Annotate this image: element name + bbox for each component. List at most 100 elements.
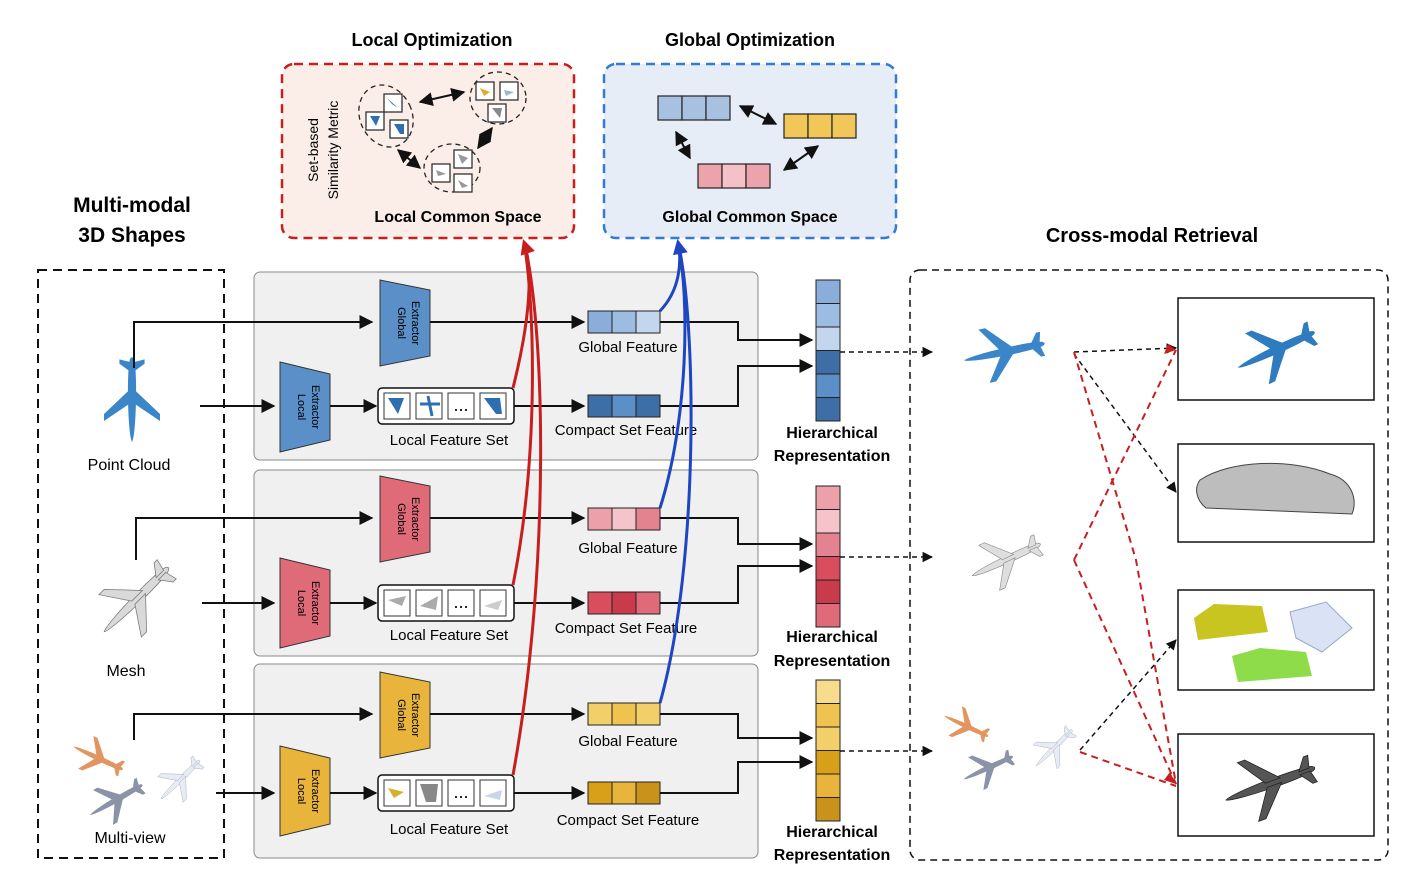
global-space-feature-yellow bbox=[783, 113, 857, 139]
retrieval-arrows-red bbox=[1073, 349, 1177, 787]
mv-compact-to-hier-arrow bbox=[660, 755, 814, 794]
pc-global-input-arrow bbox=[133, 315, 374, 368]
global-common-space-label: Global Common Space bbox=[662, 209, 837, 226]
mesh-global-extractor-label-1: Global bbox=[395, 503, 407, 535]
mesh-compact-feature bbox=[587, 591, 661, 615]
result-3-car-green bbox=[1232, 648, 1312, 682]
mesh-global-extractor bbox=[379, 475, 431, 563]
mv-hierarchical-label-1: Hierarchical bbox=[786, 824, 878, 841]
cross-modal-retrieval-title: Cross-modal Retrieval bbox=[1046, 225, 1258, 247]
global-space-arrow-1 bbox=[738, 105, 778, 125]
mesh-hierarchical-label-2: Representation bbox=[774, 653, 890, 670]
global-space-feature-blue bbox=[657, 95, 731, 121]
mesh-local-extractor bbox=[279, 557, 331, 649]
query-point-cloud-plane bbox=[958, 316, 1051, 388]
mesh-local-extractor-label-2: Extractor bbox=[309, 581, 321, 625]
mv-compact-feature bbox=[587, 781, 661, 805]
pc-global-extractor-label-2: Extractor bbox=[409, 301, 421, 345]
mv-global-extractor-label-1: Global bbox=[395, 699, 407, 731]
pc-local-extractor bbox=[279, 361, 331, 453]
similarity-metric-label-1: Set-based bbox=[305, 118, 321, 182]
result-2-car-image bbox=[1196, 462, 1355, 515]
local-set-cluster-2 bbox=[469, 71, 527, 125]
mesh-local-feature-set bbox=[377, 584, 515, 622]
mv-ellipsis: ... bbox=[453, 782, 468, 802]
multi-modal-title-2: 3D Shapes bbox=[78, 224, 185, 247]
mesh-compact-to-hier-arrow bbox=[660, 559, 814, 604]
mesh-hierarchical-representation bbox=[815, 485, 841, 628]
mv-local-feature-set-label: Local Feature Set bbox=[390, 821, 509, 838]
mesh-global-to-hier-arrow bbox=[660, 517, 814, 551]
mesh-compact-set-feature-label: Compact Set Feature bbox=[555, 620, 698, 637]
multi-view-plane-white bbox=[147, 747, 213, 813]
local-common-space-label: Local Common Space bbox=[374, 209, 541, 226]
global-space-feature-red bbox=[697, 163, 771, 189]
mesh-global-feature bbox=[587, 507, 661, 531]
retrieval-arrowheads-red bbox=[1164, 344, 1176, 784]
multi-view-plane-orange bbox=[65, 730, 131, 786]
mesh-global-feature-label: Global Feature bbox=[578, 540, 677, 557]
local-set-cluster-3 bbox=[423, 143, 481, 193]
pc-compact-to-hier-arrow bbox=[660, 359, 814, 407]
pc-global-extractor-label-1: Global bbox=[395, 307, 407, 339]
mesh-global-extractor-label-2: Extractor bbox=[409, 497, 421, 541]
local-space-arrow-2 bbox=[396, 149, 422, 169]
mesh-global-input-arrow bbox=[135, 511, 374, 560]
global-optimization-arrows bbox=[658, 239, 693, 704]
mv-global-feature bbox=[587, 702, 661, 726]
global-optimization-title: Global Optimization bbox=[665, 30, 835, 50]
mv-local-feature-set bbox=[377, 774, 515, 812]
pc-hierarchical-label-1: Hierarchical bbox=[786, 425, 878, 442]
query-mv-plane-white bbox=[1024, 717, 1085, 778]
mv-global-extractor-label-2: Extractor bbox=[409, 693, 421, 737]
local-space-arrow-1 bbox=[418, 87, 466, 107]
mv-compact-set-feature-label: Compact Set Feature bbox=[557, 812, 700, 829]
query-mesh-plane bbox=[961, 521, 1052, 599]
result-3-car-blue bbox=[1289, 601, 1353, 653]
mesh-ellipsis: ... bbox=[453, 592, 468, 612]
global-space-arrow-3 bbox=[782, 145, 820, 171]
mv-global-feature-label: Global Feature bbox=[578, 733, 677, 750]
similarity-metric-label-2: Similarity Metric bbox=[325, 101, 341, 200]
mv-global-input-arrow bbox=[133, 707, 374, 740]
pc-local-feature-set bbox=[377, 387, 515, 425]
pc-hierarchical-representation bbox=[815, 279, 841, 422]
mesh-plane-image bbox=[82, 546, 190, 654]
pc-hierarchical-label-2: Representation bbox=[774, 448, 890, 465]
local-space-arrow-3 bbox=[477, 126, 493, 150]
multi-modal-box bbox=[37, 269, 225, 859]
mv-local-extractor bbox=[279, 745, 331, 837]
pc-local-feature-set-label: Local Feature Set bbox=[390, 432, 509, 449]
retrieval-arrows-black bbox=[1073, 343, 1178, 751]
point-cloud-label: Point Cloud bbox=[88, 457, 171, 474]
pc-compact-feature bbox=[587, 394, 661, 418]
multi-view-label: Multi-view bbox=[94, 830, 166, 847]
mv-global-extractor bbox=[379, 671, 431, 759]
mesh-local-extractor-label-1: Local bbox=[295, 590, 307, 616]
cross-modal-retrieval-box bbox=[909, 269, 1389, 861]
pc-local-extractor-label-1: Local bbox=[295, 394, 307, 420]
mesh-local-feature-set-label: Local Feature Set bbox=[390, 627, 509, 644]
pc-ellipsis: ... bbox=[453, 395, 468, 415]
mesh-label: Mesh bbox=[106, 663, 145, 680]
multi-modal-title-1: Multi-modal bbox=[73, 194, 191, 217]
query-mv-plane-orange bbox=[937, 701, 995, 751]
pc-compact-set-feature-label: Compact Set Feature bbox=[555, 422, 698, 439]
mv-local-extractor-label-1: Local bbox=[295, 778, 307, 804]
pc-global-feature-label: Global Feature bbox=[578, 339, 677, 356]
mv-local-extractor-label-2: Extractor bbox=[309, 769, 321, 813]
pc-global-to-hier-arrow bbox=[660, 321, 814, 347]
pc-global-extractor bbox=[379, 279, 431, 367]
multi-view-plane-gray bbox=[80, 767, 153, 833]
local-set-thumbnail-shapes bbox=[370, 88, 514, 188]
local-optimization-arrows bbox=[511, 239, 543, 776]
local-optimization-title: Local Optimization bbox=[351, 30, 512, 50]
point-cloud-plane-image bbox=[104, 357, 160, 442]
result-3-car-yellow bbox=[1194, 604, 1268, 640]
global-space-arrow-2 bbox=[675, 130, 691, 160]
local-set-cluster-1 bbox=[358, 84, 414, 148]
pc-local-extractor-label-2: Extractor bbox=[309, 385, 321, 429]
mv-hierarchical-label-2: Representation bbox=[774, 847, 890, 864]
query-mv-plane-gray bbox=[955, 740, 1021, 796]
